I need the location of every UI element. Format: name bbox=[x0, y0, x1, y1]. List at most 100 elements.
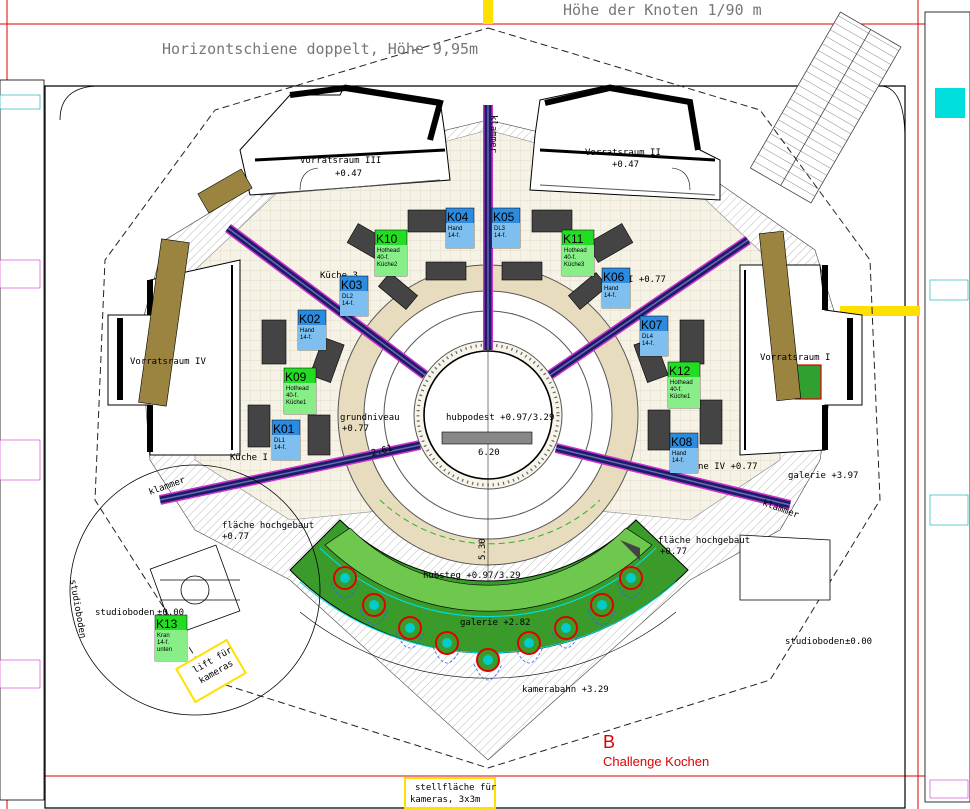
camera-k05-l2: 14-f. bbox=[494, 233, 506, 239]
kitchen-counter bbox=[531, 209, 573, 233]
camera-k04-l2: 14-f. bbox=[448, 233, 460, 239]
kitchen-counter bbox=[307, 414, 331, 456]
label-kueche-ii: I +0.77 bbox=[628, 275, 666, 285]
camera-k06-l1: Hand bbox=[604, 286, 618, 292]
gallery-camera-positions bbox=[330, 566, 646, 681]
bench-top-left bbox=[197, 168, 253, 214]
camera-id-k07: K07 bbox=[641, 318, 663, 332]
camera-k08-l1: Hand bbox=[672, 451, 686, 457]
camera-k07-l2: 14-f. bbox=[642, 341, 654, 347]
kitchen-counter bbox=[647, 409, 671, 451]
cyan-marker bbox=[935, 88, 965, 118]
building-outline bbox=[44, 85, 906, 809]
camera-k13-l1: Kran bbox=[157, 633, 170, 639]
camera-k10-l2: 40-f. bbox=[377, 255, 389, 261]
label-studioboden-right-level: ±0.00 bbox=[845, 637, 872, 647]
kitchen-counter bbox=[309, 337, 345, 383]
dimension-620: 6.20 bbox=[478, 448, 500, 458]
header-title-left: Horizontschiene doppelt, Höhe 9,95m bbox=[162, 40, 478, 58]
camera-rails bbox=[158, 105, 792, 510]
camera-k05-l1: DL3 bbox=[494, 226, 506, 232]
camera-k12-l3: Küche1 bbox=[670, 394, 691, 400]
label-kueche-iv: ne IV +0.77 bbox=[698, 462, 758, 472]
label-hubpodest: hubpodest +0.97/3.29 bbox=[446, 413, 554, 423]
camera-k07-l1: DL4 bbox=[642, 334, 654, 340]
label-vorratsraum-iv: Vorratsraum IV bbox=[130, 357, 206, 367]
camera-k06-l2: 14-f. bbox=[604, 293, 616, 299]
label-galerie-inner: galerie +2.82 bbox=[460, 618, 530, 628]
camera-k09-l3: Küche1 bbox=[286, 400, 307, 406]
footer-caption: Challenge Kochen bbox=[603, 754, 709, 769]
outer-dashed-outline bbox=[94, 27, 881, 769]
kitchen-counter bbox=[261, 319, 287, 365]
label-studioboden-left-level: ±0.00 bbox=[157, 608, 184, 618]
gallery bbox=[289, 519, 689, 679]
camera-id-k05: K05 bbox=[493, 210, 515, 224]
kitchen-counter bbox=[501, 261, 543, 281]
label-stellflaeche-2: kameras, 3x3m bbox=[410, 795, 480, 805]
central-stage bbox=[337, 264, 639, 600]
camera-id-k03: K03 bbox=[341, 278, 363, 292]
kitchen-counter bbox=[699, 399, 723, 445]
right-platform bbox=[739, 534, 831, 601]
camera-k02-l2: 14-f. bbox=[300, 335, 312, 341]
label-vorratsraum-iii-level: +0.47 bbox=[335, 169, 362, 179]
kitchen-counter bbox=[247, 404, 271, 448]
kitchen-counter bbox=[378, 272, 418, 310]
label-vorratsraum-iii: Vorratsraum III bbox=[300, 156, 381, 166]
camera-k09-l2: 40-f. bbox=[286, 393, 298, 399]
camera-id-k12: K12 bbox=[669, 364, 691, 378]
dimension-530: 5.30 bbox=[478, 538, 488, 560]
storage-room-iii bbox=[239, 84, 451, 196]
bench-right bbox=[758, 230, 802, 402]
camera-id-k13: K13 bbox=[156, 617, 178, 631]
camera-k03-l2: 14-f. bbox=[342, 301, 354, 307]
stell-area bbox=[404, 777, 496, 809]
label-flaeche-left: fläche hochgebaut bbox=[222, 521, 314, 531]
right-title-block bbox=[924, 11, 970, 803]
label-kamerabahn: kamerabahn +3.29 bbox=[522, 685, 609, 695]
label-grundniveau: grundniveau bbox=[340, 413, 400, 423]
label-galerie-right: galerie +3.97 bbox=[788, 471, 858, 481]
label-vorratsraum-i: Vorratsraum I bbox=[760, 353, 830, 363]
kitchen-counter bbox=[679, 319, 705, 365]
camera-id-k06: K06 bbox=[603, 270, 625, 284]
footer-letter: B bbox=[603, 732, 615, 752]
camera-k03-l1: DL2 bbox=[342, 294, 354, 300]
camera-id-k01: K01 bbox=[273, 422, 295, 436]
crane-area bbox=[69, 464, 321, 716]
label-vorratsraum-ii-level: +0.47 bbox=[612, 160, 639, 170]
yellow-marker-right bbox=[840, 306, 920, 316]
camera-k09-l1: Hothead bbox=[286, 386, 309, 392]
hubpodest-table bbox=[441, 431, 533, 445]
lift-area bbox=[175, 638, 247, 704]
camera-k13-l3: unten bbox=[157, 647, 172, 653]
label-studioboden-vertical: studioboden bbox=[67, 579, 87, 639]
camera-id-k04: K04 bbox=[447, 210, 469, 224]
left-title-block bbox=[0, 79, 45, 801]
camera-k10-l1: Hothead bbox=[377, 248, 400, 254]
yellow-marker-top bbox=[483, 0, 493, 24]
bench-left bbox=[138, 238, 190, 407]
camera-k12-l1: Hothead bbox=[670, 380, 693, 386]
staircase bbox=[749, 11, 902, 204]
camera-k11-l1: Hothead bbox=[564, 248, 587, 254]
label-studioboden-right: studioboden bbox=[785, 637, 845, 647]
camera-id-k10: K10 bbox=[376, 232, 398, 246]
camera-k10-l3: Küche2 bbox=[377, 262, 398, 268]
label-studioboden-left: studioboden bbox=[95, 608, 155, 618]
label-grundniveau-level: +0.77 bbox=[342, 424, 369, 434]
label-kueche-i: Küche I bbox=[230, 453, 268, 463]
camera-k01-l1: DL1 bbox=[274, 438, 286, 444]
camera-k12-l2: 40-f. bbox=[670, 387, 682, 393]
camera-k11-l2: 40-f. bbox=[564, 255, 576, 261]
